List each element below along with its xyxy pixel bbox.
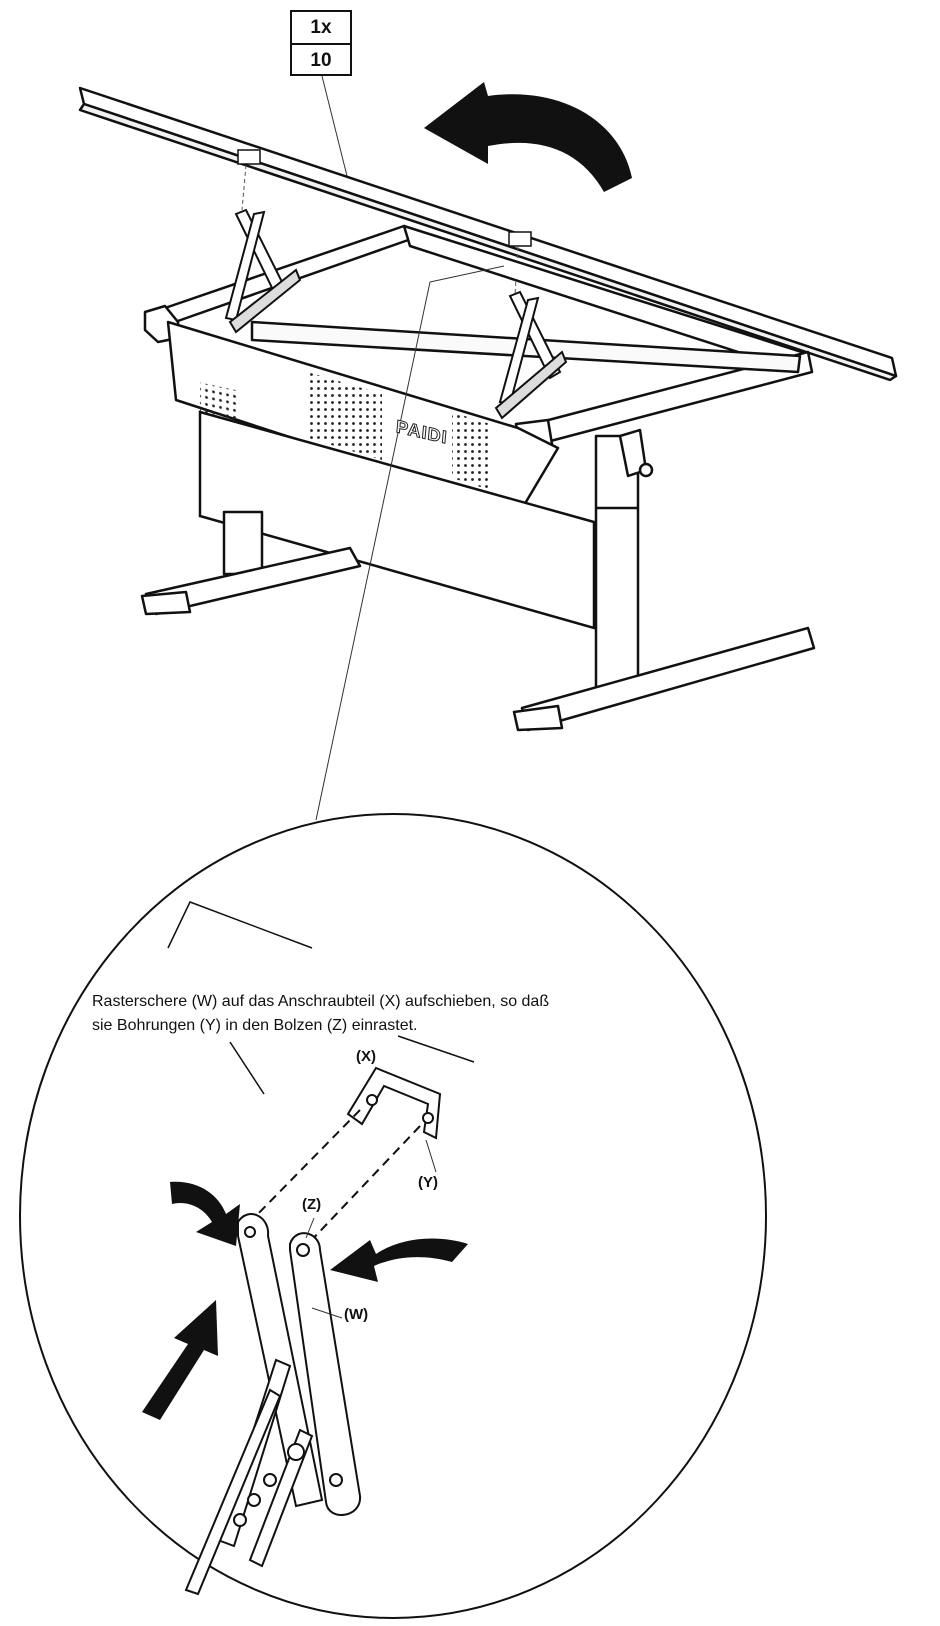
- rotate-arrow-icon: [424, 82, 632, 192]
- callout-leader-lines: [305, 1139, 437, 1319]
- quantity-label-box: 1x 10: [290, 10, 352, 76]
- tabletop-brackets: [237, 149, 532, 247]
- modesty-panel: [198, 410, 596, 630]
- push-arrow-right-icon: [330, 1238, 468, 1282]
- callout-y: (Y): [418, 1174, 438, 1191]
- tabletop: [78, 86, 898, 382]
- assembly-guide-lines: [249, 1109, 421, 1247]
- push-arrow-top-left-icon: [170, 1181, 240, 1246]
- part-number: 10: [310, 50, 332, 71]
- desk-legs: [140, 428, 816, 732]
- instruction-text: Rasterschere (W) auf das Anschraubteil (…: [92, 993, 550, 1034]
- push-arrow-up-icon: [142, 1300, 218, 1420]
- mounting-bracket: [346, 1066, 442, 1140]
- detail-leader-line-base: [429, 265, 505, 283]
- scissor-arm: [184, 1213, 362, 1596]
- quantity-leader-line: [321, 75, 351, 189]
- callout-w: (W): [344, 1306, 369, 1323]
- detail-tabletop-edge: [167, 901, 475, 1095]
- callout-x: (X): [356, 1048, 376, 1065]
- bracket-guide-line: [241, 164, 247, 211]
- quantity-count: 1x: [292, 12, 350, 45]
- scissor-lift-left: [224, 208, 302, 334]
- detail-leader-line: [315, 281, 431, 821]
- scissor-lift-right: [494, 290, 568, 420]
- callout-z: (Z): [302, 1196, 322, 1213]
- detail-view: [19, 813, 767, 1619]
